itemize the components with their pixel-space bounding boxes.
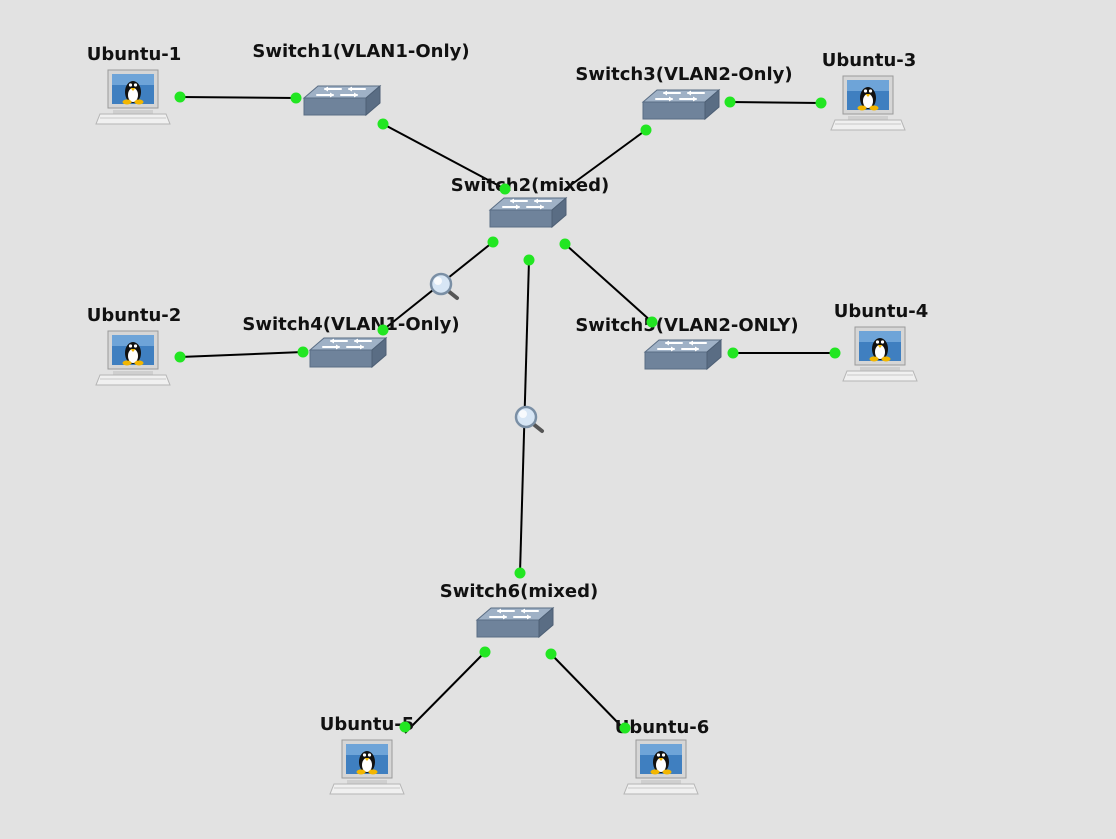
node-label: Ubuntu-3 xyxy=(822,50,917,71)
node-ubuntu-6[interactable]: Ubuntu-6 xyxy=(615,717,710,795)
linux-desktop-icon xyxy=(842,326,918,382)
linux-desktop-icon xyxy=(329,739,405,795)
node-label: Switch6(mixed) xyxy=(440,581,598,602)
packet-capture-icon[interactable] xyxy=(514,405,544,433)
node-switch3[interactable]: Switch3(VLAN2-Only) xyxy=(575,64,793,120)
node-label: Ubuntu-1 xyxy=(87,44,182,65)
port-status-dot xyxy=(479,646,491,658)
packet-capture-icon[interactable] xyxy=(429,272,459,300)
port-status-dot xyxy=(297,346,309,358)
port-status-dot xyxy=(829,347,841,359)
link-ubuntu1-switch1[interactable] xyxy=(179,96,297,99)
node-switch2[interactable]: Switch2(mixed) xyxy=(451,175,609,228)
port-status-dot xyxy=(377,324,389,336)
port-status-dot xyxy=(174,351,186,363)
ethernet-switch-icon xyxy=(489,197,567,228)
linux-desktop-icon xyxy=(830,75,906,131)
ethernet-switch-icon xyxy=(309,337,387,368)
port-status-dot xyxy=(499,183,511,195)
port-status-dot xyxy=(399,721,411,733)
node-label: Ubuntu-2 xyxy=(87,305,182,326)
node-ubuntu-4[interactable]: Ubuntu-4 xyxy=(834,301,929,382)
node-switch5[interactable]: Switch5(VLAN2-ONLY) xyxy=(575,315,799,370)
port-status-dot xyxy=(523,254,535,266)
port-status-dot xyxy=(545,648,557,660)
node-switch6[interactable]: Switch6(mixed) xyxy=(440,581,598,638)
port-status-dot xyxy=(640,124,652,136)
port-status-dot xyxy=(724,96,736,108)
port-status-dot xyxy=(514,567,526,579)
node-ubuntu-1[interactable]: Ubuntu-1 xyxy=(87,44,182,125)
link-switch6-ubuntu6[interactable] xyxy=(550,653,626,731)
port-status-dot xyxy=(646,316,658,328)
port-status-dot xyxy=(815,97,827,109)
node-switch4[interactable]: Switch4(VLAN1-Only) xyxy=(242,314,460,368)
link-switch6-ubuntu5[interactable] xyxy=(404,651,486,734)
ethernet-switch-icon xyxy=(644,339,722,370)
linux-desktop-icon xyxy=(95,330,171,386)
link-switch2-switch3[interactable] xyxy=(563,129,647,191)
port-status-dot xyxy=(619,722,631,734)
node-label: Switch4(VLAN1-Only) xyxy=(242,314,459,335)
node-label: Ubuntu-5 xyxy=(320,714,415,735)
node-label: Ubuntu-6 xyxy=(615,717,710,738)
port-status-dot xyxy=(487,236,499,248)
node-label: Switch5(VLAN2-ONLY) xyxy=(575,315,798,336)
port-status-dot xyxy=(377,118,389,130)
link-switch2-switch5[interactable] xyxy=(564,243,653,323)
ethernet-switch-icon xyxy=(476,607,554,638)
linux-desktop-icon xyxy=(95,69,171,125)
node-label: Switch2(mixed) xyxy=(451,175,609,196)
port-status-dot xyxy=(727,347,739,359)
node-switch1[interactable]: Switch1(VLAN1-Only) xyxy=(252,41,470,116)
ethernet-switch-icon xyxy=(642,89,720,120)
linux-desktop-icon xyxy=(623,739,699,795)
node-ubuntu-2[interactable]: Ubuntu-2 xyxy=(87,305,182,386)
port-status-dot xyxy=(174,91,186,103)
ethernet-switch-icon xyxy=(303,85,381,116)
node-ubuntu-3[interactable]: Ubuntu-3 xyxy=(822,50,917,131)
node-label: Switch3(VLAN2-Only) xyxy=(575,64,792,85)
node-ubuntu-5[interactable]: Ubuntu-5 xyxy=(320,714,415,795)
ports-layer xyxy=(174,91,841,734)
port-status-dot xyxy=(290,92,302,104)
link-switch3-ubuntu3[interactable] xyxy=(729,101,822,104)
link-ubuntu2-switch4[interactable] xyxy=(179,351,304,358)
port-status-dot xyxy=(559,238,571,250)
link-switch1-switch2[interactable] xyxy=(382,123,506,190)
node-label: Switch1(VLAN1-Only) xyxy=(252,41,469,62)
node-label: Ubuntu-4 xyxy=(834,301,929,322)
